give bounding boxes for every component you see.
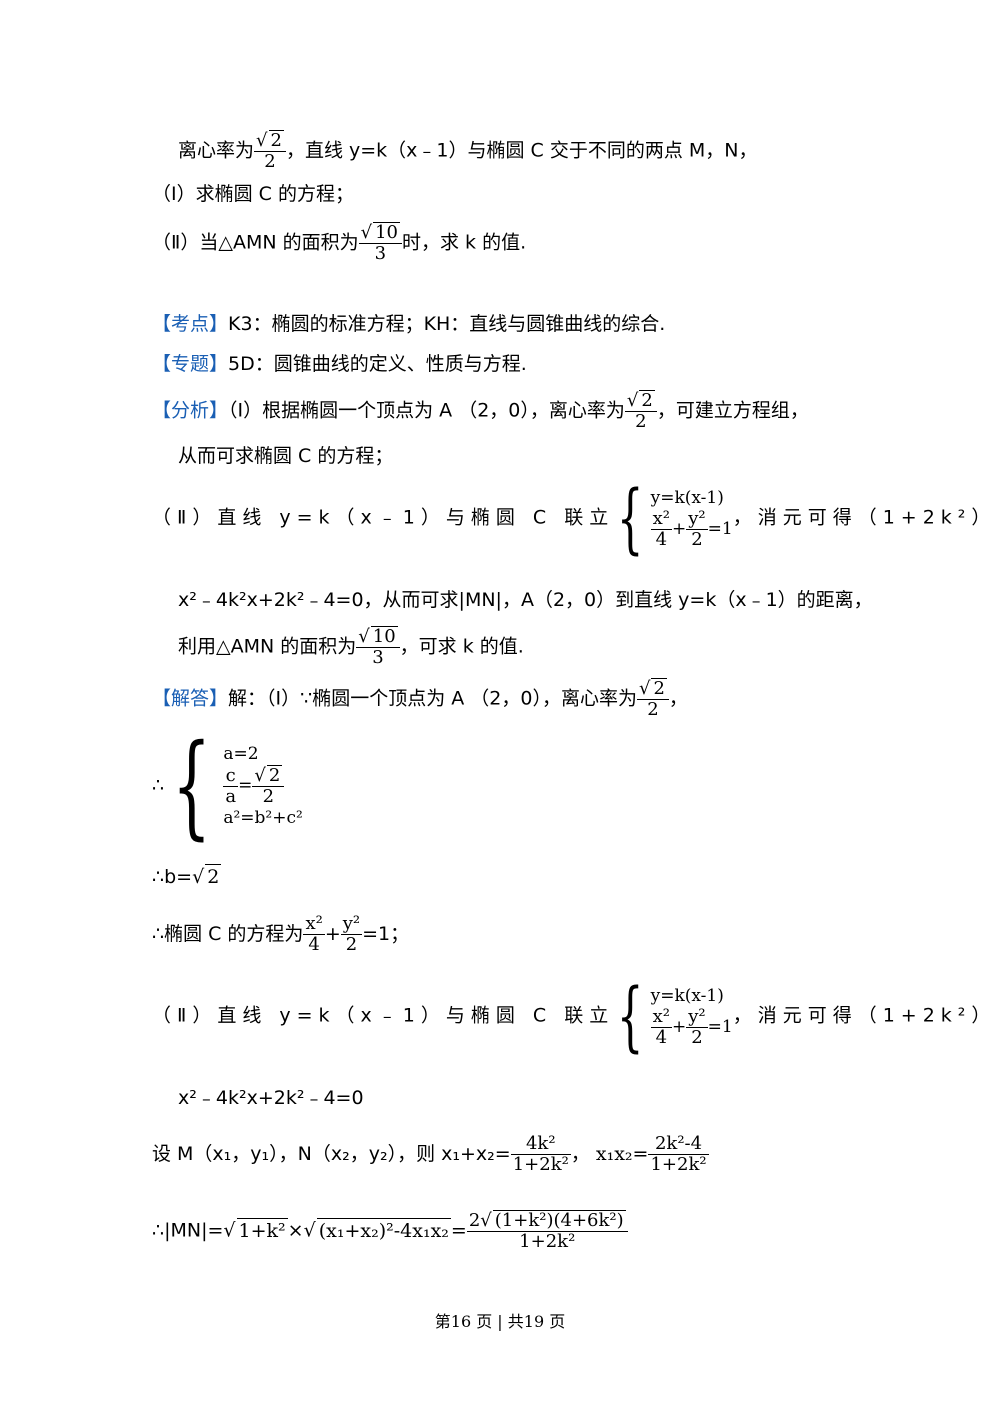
kaodian-tag: 【考点】 (152, 313, 229, 335)
text: ，直线 y=k（x﹣1）与椭圆 C 交于不同的两点 M，N， (285, 139, 758, 162)
question-1: （Ⅰ）求椭圆 C 的方程； (152, 183, 354, 205)
text: 离心率为 (178, 139, 255, 162)
zhuanti: 【专题】5D：圆锥曲线的定义、性质与方程. (152, 353, 527, 375)
zhuanti-tag: 【专题】 (152, 353, 229, 375)
mn-length: ∴|MN|=√1+k²×√(x₁+x₂)²-4x₁x₂=2√(1+k²)(4+6… (152, 1210, 628, 1252)
fenxi-line-2: 从而可求椭圆 C 的方程； (178, 445, 394, 467)
fenxi-line-4: x²﹣4k²x+2k²﹣4=0，从而可求|MN|，A（2，0）到直线 y=k（x… (178, 589, 873, 611)
fenxi-tag: 【分析】 (152, 399, 229, 422)
jieda-part2-cont: x²﹣4k²x+2k²﹣4=0 (178, 1087, 364, 1109)
kaodian: 【考点】K3：椭圆的标准方程；KH：直线与圆锥曲线的综合. (152, 313, 666, 335)
b-result: ∴b=√2 (152, 864, 222, 888)
page-footer: 第16 页 | 共19 页 (434, 1312, 566, 1331)
jieda-tag: 【解答】 (152, 687, 229, 710)
